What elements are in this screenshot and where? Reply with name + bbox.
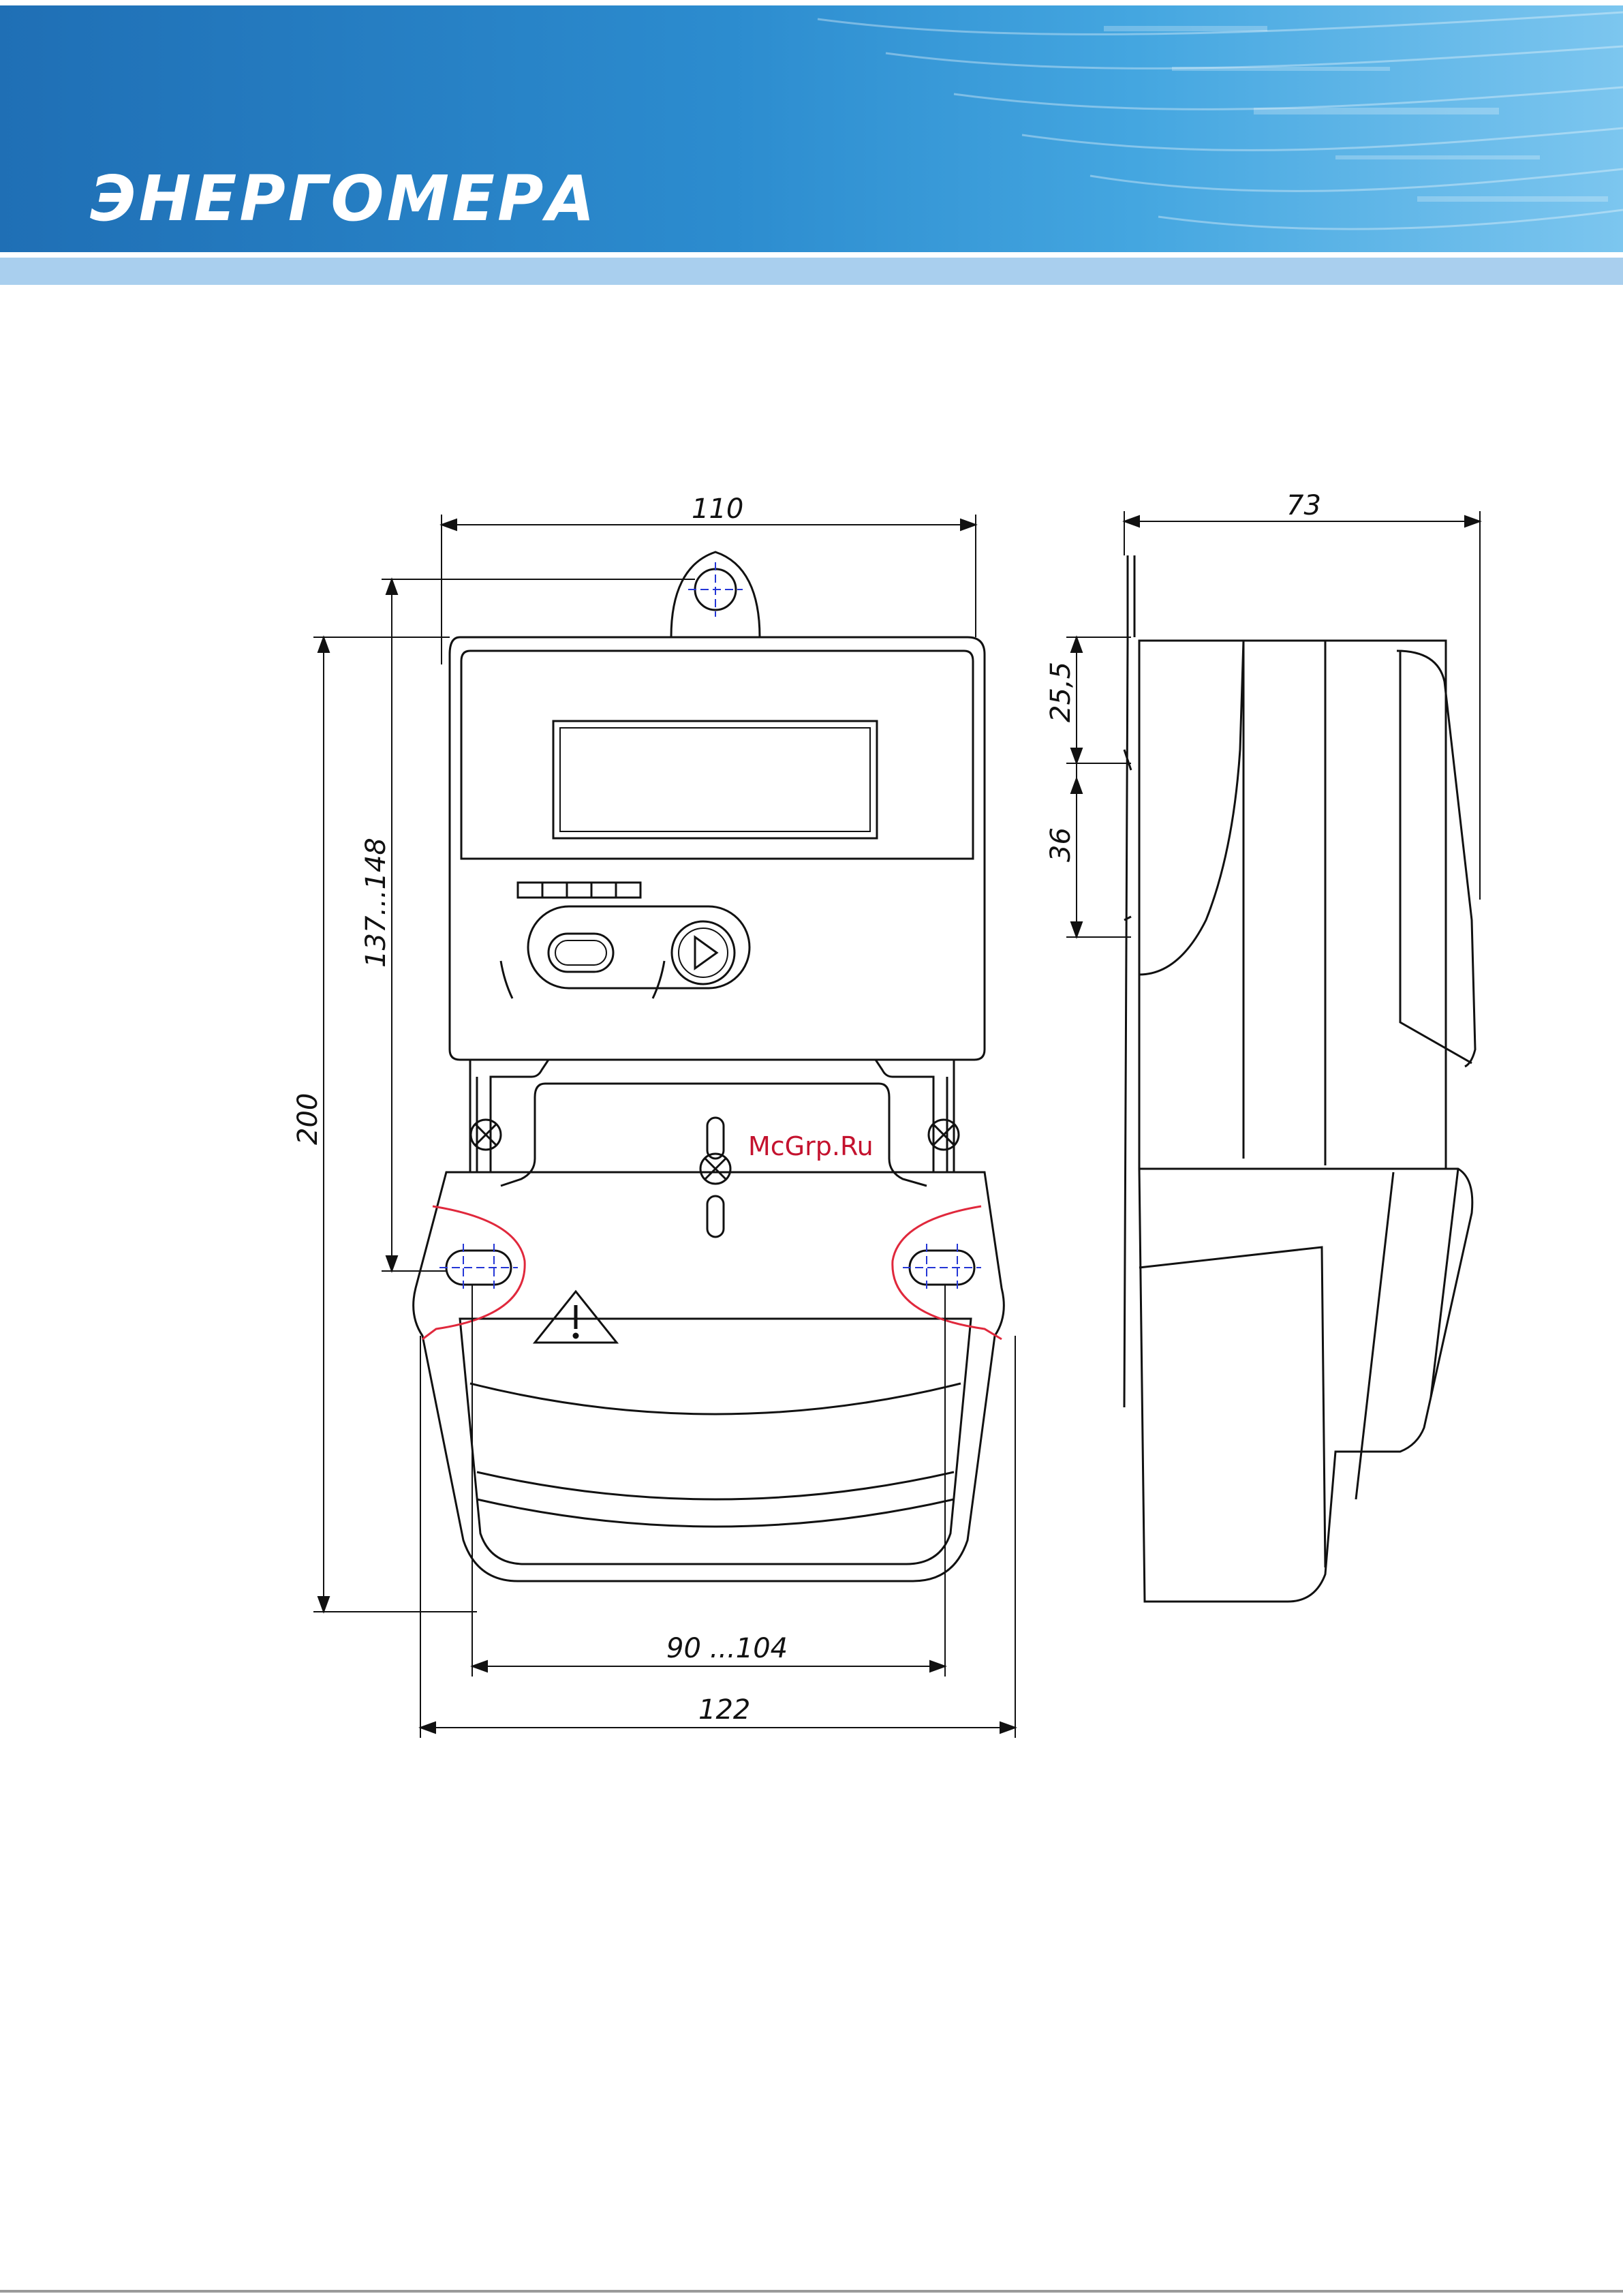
- led-indicators: [518, 883, 640, 898]
- dim-width-bottom: 122: [698, 1694, 750, 1726]
- meter-top-cover: [450, 637, 985, 1060]
- dim-height-total: 200: [292, 1093, 324, 1145]
- oval-button: [548, 934, 613, 972]
- dimension-lines: [313, 511, 1480, 1738]
- warning-triangle-icon: [535, 1291, 617, 1343]
- dim-rail-height: 36: [1045, 827, 1077, 862]
- front-view: [414, 552, 1004, 1581]
- seal-screw: [700, 1118, 730, 1237]
- lcd-display: [553, 721, 877, 838]
- left-screw: [471, 1120, 501, 1150]
- side-view: [1124, 555, 1475, 1602]
- din-rail-clip: [1124, 555, 1134, 1407]
- dim-mounting-spacing: 90 ...104: [666, 1633, 788, 1664]
- terminal-plate: [470, 1060, 548, 1172]
- dim-mounting-height: 137...148: [360, 838, 392, 968]
- side-terminal-cover: [1139, 1169, 1472, 1602]
- bottom-rule: [0, 2290, 1623, 2293]
- dim-width-top: 110: [692, 493, 743, 525]
- watermark: McGrp.Ru: [748, 1131, 874, 1161]
- dim-rail-top: 25,5: [1045, 662, 1077, 722]
- play-button-icon: [672, 921, 735, 984]
- dim-depth: 73: [1286, 490, 1321, 521]
- button-panel: [528, 906, 749, 988]
